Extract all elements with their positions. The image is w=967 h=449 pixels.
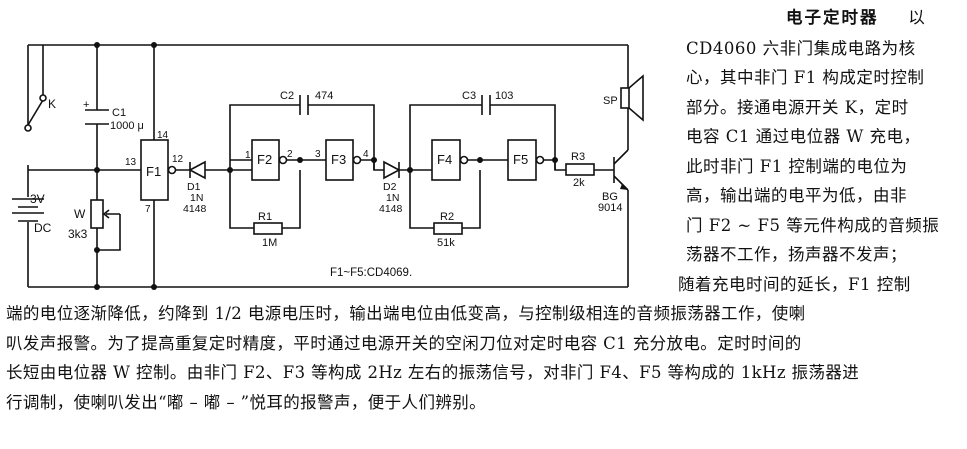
switch-k-symbol [24, 80, 47, 132]
svg-text:+: + [83, 99, 89, 111]
side-line-5: 此时非门 F1 控制端的电位为 [686, 157, 908, 176]
f3-pin-out: 4 [363, 149, 369, 160]
pot-name: W [74, 207, 86, 221]
f4-name: F4 [437, 152, 452, 167]
battery-type: DC [34, 221, 52, 235]
battery-symbol [12, 198, 44, 222]
f2-name: F2 [257, 152, 272, 167]
diode-d2-symbol [383, 160, 401, 180]
side-line-8: 荡器不工作，扬声器不发声； [686, 245, 907, 264]
r2-value: 51k [437, 237, 455, 249]
capacitor-c1-symbol: + [83, 99, 109, 125]
body-line-1: 叭发声报警。为了提高重复定时精度，平时通过电源开关的空闲刀位对定时电容 C1 充… [6, 334, 802, 353]
gate-f3 [325, 139, 354, 181]
side-line-4: 电容 C1 通过电位器 W 充电， [686, 127, 921, 146]
r3-name: R3 [571, 151, 585, 163]
d1-type1: 1N [190, 192, 203, 204]
body-line-0: 端的电位逐渐降低，约降到 1/2 电源电压时，输出端电位由低变高，与控制级相连的… [6, 304, 806, 323]
f5-name: F5 [513, 152, 528, 167]
side-line-7: 门 F2 ~ F5 等元件构成的音频振 [686, 216, 940, 235]
f1-name: F1 [146, 164, 161, 179]
gate-f1-bubble [167, 165, 177, 175]
resistor-r3 [565, 163, 595, 176]
d2-type2: 4148 [379, 203, 403, 215]
c1-value: 1000 μ [110, 120, 144, 132]
diode-d1-symbol [188, 160, 206, 180]
c1-name: C1 [112, 107, 126, 119]
c2-name: C2 [280, 90, 294, 102]
f1-pin-in: 13 [125, 157, 137, 168]
r3-value: 2k [573, 177, 585, 189]
f1-pin-gnd: 7 [145, 204, 151, 215]
f2-pin-out: 2 [287, 149, 293, 160]
pot-value: 3k3 [68, 227, 88, 241]
r1-name: R1 [258, 211, 272, 223]
f3-pin-in: 3 [315, 149, 321, 160]
battery-voltage: 3V [30, 192, 45, 206]
gate-f5 [507, 139, 537, 181]
potentiometer-w-symbol [90, 199, 121, 251]
body-line-2: 长短由电位器 W 控制。由非门 F2、F3 等构成 2Hz 左右的振荡信号，对非… [6, 363, 860, 382]
bg-value: 9014 [598, 202, 622, 214]
ic-note: F1~F5:CD4069. [330, 267, 412, 279]
article-title: 电子定时器 [786, 8, 879, 27]
d2-type1: 1N [386, 192, 399, 204]
switch-label: K [48, 97, 56, 111]
f1-pin-out: 12 [172, 154, 184, 165]
side-line-9: 随着充电时间的延长，F1 控制 [678, 275, 911, 294]
capacitor-c3-symbol [481, 95, 500, 115]
r1-value: 1M [262, 237, 277, 249]
side-line-0: 电子定时器 以 [786, 8, 926, 27]
f3-name: F3 [331, 152, 346, 167]
d1-type2: 4148 [183, 203, 207, 215]
body-line-3: 行调制，使喇叭发出“嘟 – 嘟 – ”悦耳的报警声，便于人们辨别。 [6, 393, 487, 412]
transistor-bg-symbol [613, 149, 629, 191]
side-line-1: CD4060 六非门集成电路为核 [686, 39, 916, 58]
bg-name: BG [602, 191, 618, 203]
side-line-6: 高，输出端的电平为低，由非 [686, 186, 907, 205]
c3-value: 103 [495, 90, 513, 102]
c2-value: 474 [315, 90, 333, 102]
f2-pin-in: 1 [245, 150, 251, 161]
side-line-2: 心，其中非门 F1 构成定时控制 [686, 68, 925, 87]
d2-name: D2 [383, 181, 397, 193]
side-line-3: 部分。接通电源开关 K，定时 [686, 98, 909, 117]
circuit-diagram: 3V DC K + C1 1000 μ W 3k3 F1 13 12 14 7 [12, 42, 644, 290]
resistor-r1 [253, 222, 283, 235]
capacitor-c2-symbol [299, 95, 318, 115]
c3-name: C3 [462, 90, 476, 102]
resistor-r2 [433, 222, 463, 235]
speaker-icon [620, 74, 644, 122]
r2-name: R2 [440, 211, 454, 223]
speaker-label: SP [603, 95, 618, 107]
d1-name: D1 [187, 181, 201, 193]
f1-pin-vdd: 14 [157, 130, 169, 141]
